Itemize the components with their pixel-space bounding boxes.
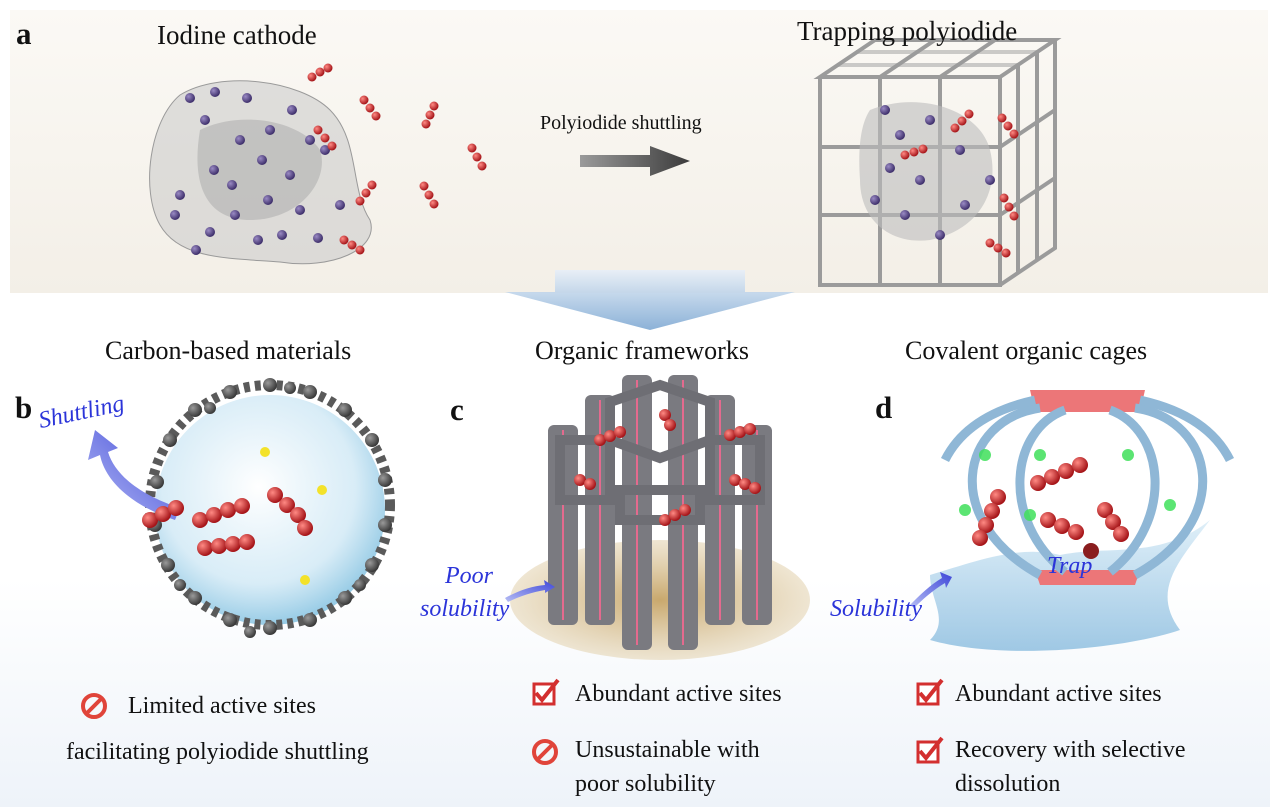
covalent-organic-cages-header: Covalent organic cages [905, 336, 1148, 365]
poor-note: Poor [445, 563, 493, 589]
trapping-polyiodide-title: Trapping polyiodide [797, 16, 1018, 46]
panel-d-letter: d [875, 390, 893, 425]
solubility-note-line2: solubility [420, 596, 510, 622]
shuttled-polyiodide-chains [142, 487, 313, 556]
check-icon [532, 678, 560, 706]
facilitating-shuttling-text: facilitating polyiodide shuttling [66, 739, 369, 765]
recovery-text-line2: dissolution [955, 771, 1061, 797]
solubility-arrow [910, 572, 952, 608]
unsustainable-text-line1: Unsustainable with [575, 737, 760, 763]
carbon-ring-structure [145, 378, 395, 638]
trapped-iodine-cluster [859, 102, 1019, 258]
covalent-organic-cage-structure [930, 390, 1235, 651]
solubility-note: Solubility [830, 596, 922, 622]
organic-framework-structure [510, 375, 810, 660]
polyiodide-shuttling-label: Polyiodide shuttling [540, 112, 702, 134]
check-icon [916, 736, 944, 764]
carbon-based-materials-header: Carbon-based materials [105, 336, 352, 365]
panel-a-letter: a [16, 16, 32, 51]
check-icon [916, 678, 944, 706]
limited-active-sites-text: Limited active sites [128, 693, 316, 719]
panel-c-letter: c [450, 392, 464, 427]
prohibit-icon [81, 693, 107, 719]
iodine-cathode-cluster [149, 80, 372, 265]
down-transition-arrow [505, 270, 795, 330]
recovery-text-line1: Recovery with selective [955, 737, 1186, 763]
shuttling-arrow [580, 146, 690, 176]
unsustainable-text-line2: poor solubility [575, 771, 716, 797]
abundant-active-sites-text-d: Abundant active sites [955, 681, 1162, 707]
iodine-cathode-title: Iodine cathode [157, 20, 317, 50]
free-polyiodide-chains [307, 63, 487, 255]
panel-b-letter: b [15, 390, 33, 425]
abundant-active-sites-text-c: Abundant active sites [575, 681, 782, 707]
poor-solubility-arrow [505, 580, 555, 602]
prohibit-icon [532, 739, 558, 765]
organic-frameworks-header: Organic frameworks [535, 336, 749, 365]
trap-label: Trap [1047, 553, 1093, 579]
